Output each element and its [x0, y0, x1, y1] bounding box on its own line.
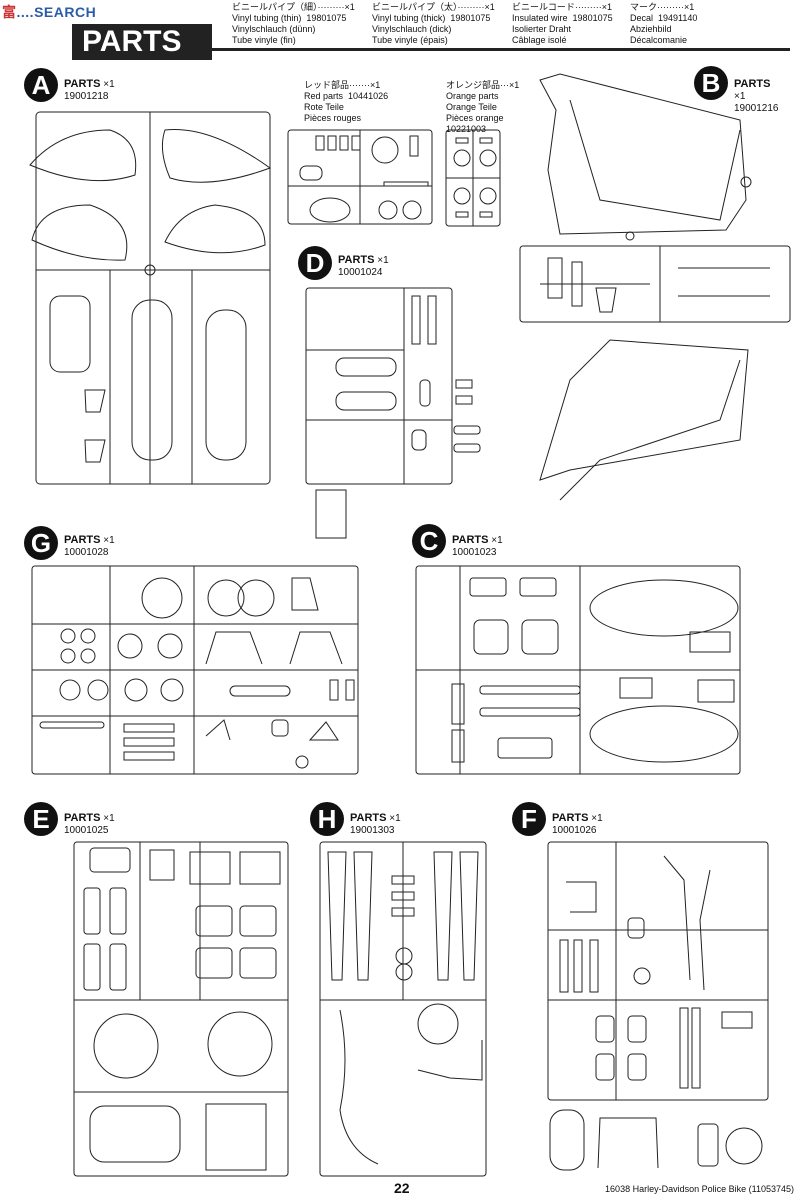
vinyl-thick-code: 19801075 [450, 13, 491, 23]
sprue-e-badge: E [24, 802, 58, 836]
decal-de: Abziehbild [630, 24, 672, 34]
sprue-f-title: PARTS [552, 812, 589, 824]
sprue-a-qty: ×1 [103, 79, 115, 90]
sprue-h-badge: H [310, 802, 344, 836]
wire-code: 19801075 [572, 13, 613, 23]
vinyl-thin-fr: Tube vinyle (fin) [232, 35, 296, 45]
page-number: 22 [394, 1180, 410, 1196]
red-parts-fr: Pièces rouges [304, 113, 362, 123]
sprue-a-badge: A [24, 68, 58, 102]
vinyl-thick-jp: ビニールパイプ（太）·········×1 [372, 2, 495, 12]
sprue-f-badge: F [512, 802, 546, 836]
sprue-d-tree [305, 287, 481, 539]
sprue-g-code: 10001028 [64, 547, 109, 558]
sprue-f-tree [547, 841, 769, 1171]
vinyl-thick-en: Vinyl tubing (thick) [372, 13, 446, 23]
red-parts-jp: レッド部品·······×1 [304, 80, 381, 90]
orange-parts-code: 10221003 [446, 124, 487, 134]
sprue-g-tree [31, 565, 359, 775]
orange-parts-info: オレンジ部品···×1 Orange parts Orange Teile Pi… [446, 80, 519, 135]
sprue-e-code: 10001025 [64, 825, 109, 836]
orange-parts-en: Orange parts [446, 91, 499, 101]
vinyl-thick-info: ビニールパイプ（太）·········×1 Vinyl tubing (thic… [372, 2, 495, 46]
red-parts-code: 10441026 [348, 91, 389, 101]
sprue-d-title: PARTS [338, 254, 375, 266]
header-rule [200, 48, 790, 51]
orange-parts-fr: Pièces orange [446, 113, 504, 123]
orange-parts-de: Orange Teile [446, 102, 497, 112]
watermark-mid: .... [16, 4, 35, 20]
sprue-b-qty: ×1 [734, 91, 746, 102]
watermark-prefix: 富 [2, 4, 17, 20]
sprue-f-label: PARTS ×1 10001026 [552, 812, 603, 837]
vinyl-thick-de: Vinylschlauch (dick) [372, 24, 452, 34]
sprue-d-qty: ×1 [377, 255, 389, 266]
orange-parts-jp: オレンジ部品···×1 [446, 80, 520, 90]
sprue-c-qty: ×1 [491, 535, 503, 546]
sprue-g-qty: ×1 [103, 535, 115, 546]
sprue-e-label: PARTS ×1 10001025 [64, 812, 115, 837]
sprue-b-title: PARTS [734, 78, 771, 90]
sprue-a-title: PARTS [64, 78, 101, 90]
wire-jp: ビニールコード·········×1 [512, 2, 613, 12]
red-parts-tree [287, 129, 433, 225]
sprue-b-tree [519, 73, 791, 501]
sprue-d-label: PARTS ×1 10001024 [338, 254, 389, 279]
vinyl-thin-info: ビニールパイプ（細）·········×1 Vinyl tubing (thin… [232, 2, 355, 46]
sprue-c-title: PARTS [452, 534, 489, 546]
wire-en: Insulated wire [512, 13, 568, 23]
wire-de: Isolierter Draht [512, 24, 572, 34]
sprue-h-title: PARTS [350, 812, 387, 824]
decal-en: Decal [630, 13, 654, 23]
sprue-g-label: PARTS ×1 10001028 [64, 534, 115, 559]
orange-parts-tree [445, 129, 501, 227]
red-parts-info: レッド部品·······×1 Red parts 10441026 Rote T… [304, 80, 388, 124]
wire-fr: Câblage isolé [512, 35, 567, 45]
vinyl-thick-fr: Tube vinyle (épais) [372, 35, 448, 45]
watermark-suffix: SEARCH [34, 4, 97, 20]
watermark: 富....SEARCH [2, 2, 96, 22]
sprue-c-tree [415, 565, 741, 775]
sprue-f-qty: ×1 [591, 813, 603, 824]
sprue-c-label: PARTS ×1 10001023 [452, 534, 503, 559]
decal-fr: Décalcomanie [630, 35, 688, 45]
sprue-a-label: PARTS ×1 19001218 [64, 78, 115, 103]
decal-jp: マーク·········×1 [630, 2, 695, 12]
sprue-c-code: 10001023 [452, 547, 497, 558]
decal-info: マーク·········×1 Decal 19491140 Abziehbild… [630, 2, 697, 46]
sprue-h-qty: ×1 [389, 813, 401, 824]
decal-code: 19491140 [658, 13, 698, 23]
red-parts-de: Rote Teile [304, 102, 344, 112]
sprue-a-tree [29, 111, 272, 485]
sprue-g-badge: G [24, 526, 58, 560]
sprue-c-badge: C [412, 524, 446, 558]
sprue-b-code: 19001216 [734, 103, 779, 114]
sprue-b-badge: B [694, 66, 728, 100]
sprue-e-tree [73, 841, 289, 1177]
insulated-wire-info: ビニールコード·········×1 Insulated wire 198010… [512, 2, 613, 46]
vinyl-thin-de: Vinylschlauch (dünn) [232, 24, 316, 34]
sprue-h-label: PARTS ×1 19001303 [350, 812, 401, 837]
sprue-h-code: 19001303 [350, 825, 395, 836]
red-parts-en: Red parts [304, 91, 344, 101]
vinyl-thin-en: Vinyl tubing (thin) [232, 13, 302, 23]
sprue-b-label: PARTS×1 19001216 [734, 78, 779, 115]
sprue-d-badge: D [298, 246, 332, 280]
page-title: PARTS [72, 24, 212, 60]
sprue-e-title: PARTS [64, 812, 101, 824]
sprue-g-title: PARTS [64, 534, 101, 546]
sprue-h-tree [319, 841, 487, 1177]
sprue-a-code: 19001218 [64, 91, 109, 102]
vinyl-thin-jp: ビニールパイプ（細）·········×1 [232, 2, 355, 12]
sprue-f-code: 10001026 [552, 825, 597, 836]
sprue-e-qty: ×1 [103, 813, 115, 824]
sprue-d-code: 10001024 [338, 267, 383, 278]
footer-text: 16038 Harley-Davidson Police Bike (11053… [605, 1184, 794, 1194]
vinyl-thin-code: 19801075 [306, 13, 347, 23]
